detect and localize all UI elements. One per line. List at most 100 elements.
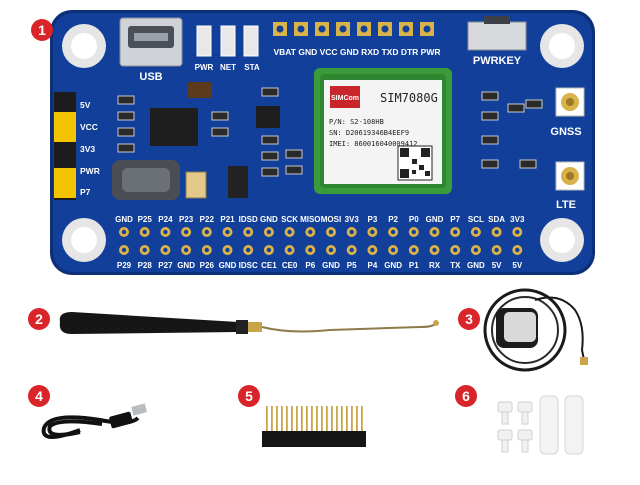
screws-standoffs — [497, 395, 584, 455]
gpio-pin-hole — [473, 229, 479, 235]
gpio-pin-hole — [183, 247, 189, 253]
uart-pad-hole — [297, 25, 305, 33]
module-pn: P/N: S2-108HB — [329, 118, 384, 126]
top-pin-label: P21 — [220, 215, 235, 224]
ic-chips — [150, 82, 280, 146]
gpio-pin-hole — [121, 247, 127, 253]
jumper-label-3v3: 3V3 — [80, 144, 95, 154]
gpio-pin-hole — [266, 247, 272, 253]
gpio-pin-hole — [349, 229, 354, 235]
mounting-hole-tl — [62, 24, 106, 68]
uart-header-label: VBAT GND VCC GND RXD TXD DTR PWR — [273, 47, 440, 57]
top-pin-label: GND — [115, 215, 133, 224]
gnss-ipex-connector — [555, 87, 585, 117]
smd-component — [481, 135, 499, 145]
bottom-pin-label: RX — [429, 261, 441, 270]
callout-badge-2: 2 — [28, 308, 50, 330]
header-pin — [341, 406, 343, 432]
bottom-pin-label: 5V — [512, 261, 522, 270]
gpio-pin-hole — [225, 229, 230, 235]
gpio-pin-hole — [204, 229, 209, 235]
header-pin — [306, 406, 308, 432]
gpio-pin-hole — [515, 247, 520, 253]
bottom-pin-label: P27 — [158, 261, 173, 270]
gnss-antenna — [483, 288, 588, 372]
gpio-pin-hole — [432, 229, 437, 235]
gpio-pin-hole — [349, 247, 354, 253]
gpio-pin-hole — [515, 229, 520, 235]
gpio-pin-hole — [328, 247, 334, 253]
gpio-pin-hole — [183, 229, 189, 235]
header-pin — [346, 406, 348, 432]
gpio-pin-hole — [246, 247, 251, 253]
top-pin-label: 3V3 — [510, 215, 525, 224]
gpio-pin-hole — [390, 229, 396, 235]
header-pin — [291, 406, 293, 432]
uart-pad-hole — [423, 25, 431, 33]
gpio-pin-hole — [246, 229, 251, 235]
led-label-pwr: PWR — [195, 63, 214, 72]
gpio-pin-hole — [142, 247, 147, 253]
smd-component — [117, 95, 135, 105]
gpio-pin-hole — [225, 247, 230, 253]
hat-board: USB PWR NET STA VBAT GND VCC GND RXD TXD… — [50, 10, 595, 275]
jumper-label-p7: P7 — [80, 187, 91, 197]
gpio-pin-hole — [163, 229, 168, 235]
top-pin-label: GND — [260, 215, 278, 224]
gpio-pin-hole — [453, 229, 458, 235]
gpio-pin-hole — [390, 247, 396, 253]
uart-pad-hole — [339, 25, 347, 33]
smd-component — [525, 99, 543, 109]
top-pin-label: GND — [426, 215, 444, 224]
bottom-pin-label: CE1 — [261, 261, 277, 270]
header-pin — [276, 406, 278, 432]
gpio-pin-hole — [266, 229, 272, 235]
callout-badge-6: 6 — [455, 385, 477, 407]
header-pin — [266, 406, 268, 432]
gpio-pin-hole — [287, 247, 292, 253]
lte-label: LTE — [556, 199, 576, 211]
smd-component — [481, 159, 499, 169]
mounting-hole-br — [540, 218, 584, 262]
bottom-pin-label: CE0 — [282, 261, 298, 270]
gpio-pin-hole — [494, 247, 499, 253]
top-pin-label: MOSI — [321, 215, 341, 224]
passive-components — [117, 87, 543, 177]
inductor — [112, 160, 180, 200]
bottom-pin-label: GND — [219, 261, 237, 270]
bottom-pin-label: P29 — [117, 261, 132, 270]
smd-component — [519, 159, 537, 169]
jumper-label-pwr: PWR — [80, 166, 100, 176]
bottom-pin-label: P5 — [347, 261, 357, 270]
top-pin-label: SDA — [488, 215, 505, 224]
usb-connector — [119, 17, 183, 67]
header-pin — [316, 406, 318, 432]
usb-label: USB — [139, 71, 162, 83]
header-pin — [311, 406, 313, 432]
header-pin — [271, 406, 273, 432]
header-pin — [326, 406, 328, 432]
qr-code — [397, 145, 433, 181]
bottom-pin-label: GND — [322, 261, 340, 270]
top-pin-label: P7 — [450, 215, 460, 224]
header-pin — [321, 406, 323, 432]
smd-component — [261, 87, 279, 97]
led-label-sta: STA — [244, 63, 260, 72]
header-pin — [361, 406, 363, 432]
callout-badge-1: 1 — [31, 19, 53, 41]
simcom-logo — [330, 86, 360, 108]
callout-badge-5: 5 — [238, 385, 260, 407]
gpio-pin-hole — [411, 247, 416, 253]
jumper-label-vcc: VCC — [80, 122, 98, 132]
pin-header — [262, 406, 366, 447]
uart-header-pads — [273, 22, 434, 36]
gpio-header-pins — [119, 227, 523, 255]
header-pin — [336, 406, 338, 432]
smd-component — [507, 103, 525, 113]
gpio-pin-hole — [308, 229, 313, 235]
bottom-pin-label: GND — [467, 261, 485, 270]
gpio-pin-hole — [121, 229, 127, 235]
